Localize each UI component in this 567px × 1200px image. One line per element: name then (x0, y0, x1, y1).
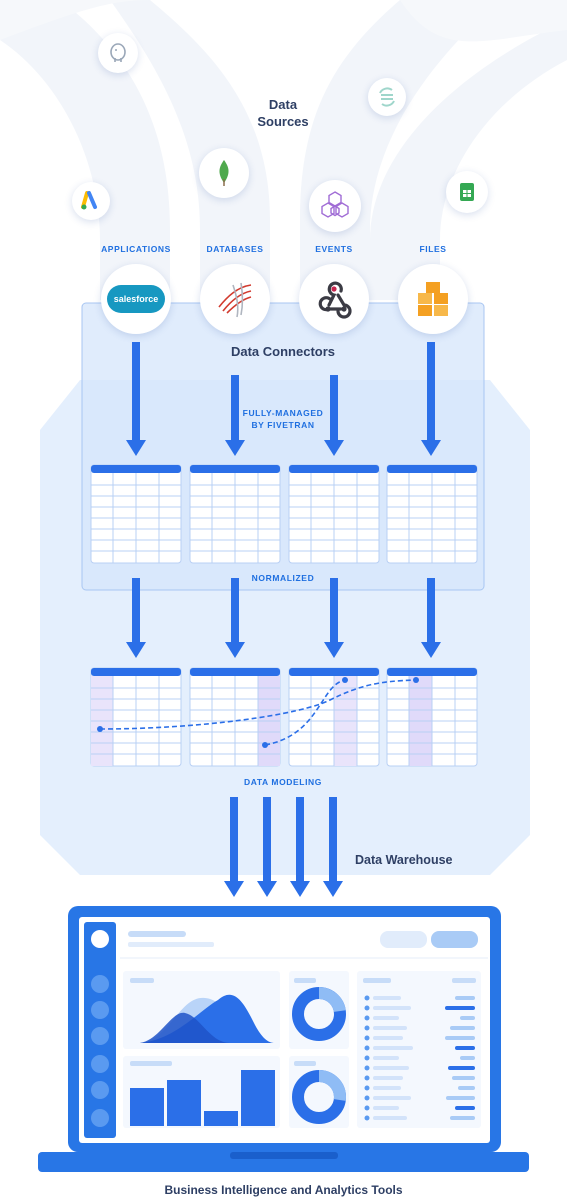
data-sources-title-line1: Data (268, 97, 298, 112)
data-connectors-panel (81, 302, 485, 591)
google-ads-icon (72, 182, 110, 220)
segment-icon (368, 78, 406, 116)
label-files: FILES (419, 244, 447, 254)
google-sheets-icon (446, 171, 488, 213)
salesforce-logo-icon: salesforce (101, 264, 171, 334)
data-sources-title: Data Sources (230, 96, 336, 130)
background-ribbons (0, 0, 567, 300)
webhook-icon (299, 264, 369, 334)
fully-managed-line1: FULLY-MANAGED (242, 408, 324, 418)
salesforce-cloud: salesforce (106, 285, 166, 313)
fully-managed-line2: BY FIVETRAN (251, 420, 315, 430)
fully-managed-label: FULLY-MANAGED BY FIVETRAN (223, 407, 343, 431)
data-sources-title-line2: Sources (257, 114, 309, 129)
hexagon-cluster-icon (309, 180, 361, 232)
label-events: EVENTS (315, 244, 353, 254)
postgresql-icon (98, 33, 138, 73)
join-dots (97, 677, 419, 748)
modeling-arrows (126, 578, 441, 658)
ingest-arrows (126, 342, 441, 456)
join-lines (99, 679, 417, 746)
normalized-tables (90, 464, 478, 564)
modeled-tables (90, 667, 478, 767)
normalized-label: NORMALIZED (251, 573, 315, 583)
laptop-dashboard (38, 906, 529, 1172)
bi-arrows (224, 797, 343, 897)
label-databases: DATABASES (206, 244, 264, 254)
aws-cubes-icon (398, 264, 468, 334)
data-connectors-title: Data Connectors (230, 344, 336, 359)
data-warehouse-title: Data Warehouse (355, 853, 453, 867)
bi-tools-title: Business Intelligence and Analytics Tool… (164, 1183, 403, 1197)
label-applications: APPLICATIONS (101, 244, 171, 254)
sql-server-logo-icon (200, 264, 270, 334)
mongodb-leaf-icon (199, 148, 249, 198)
data-modeling-label: DATA MODELING (244, 777, 322, 787)
